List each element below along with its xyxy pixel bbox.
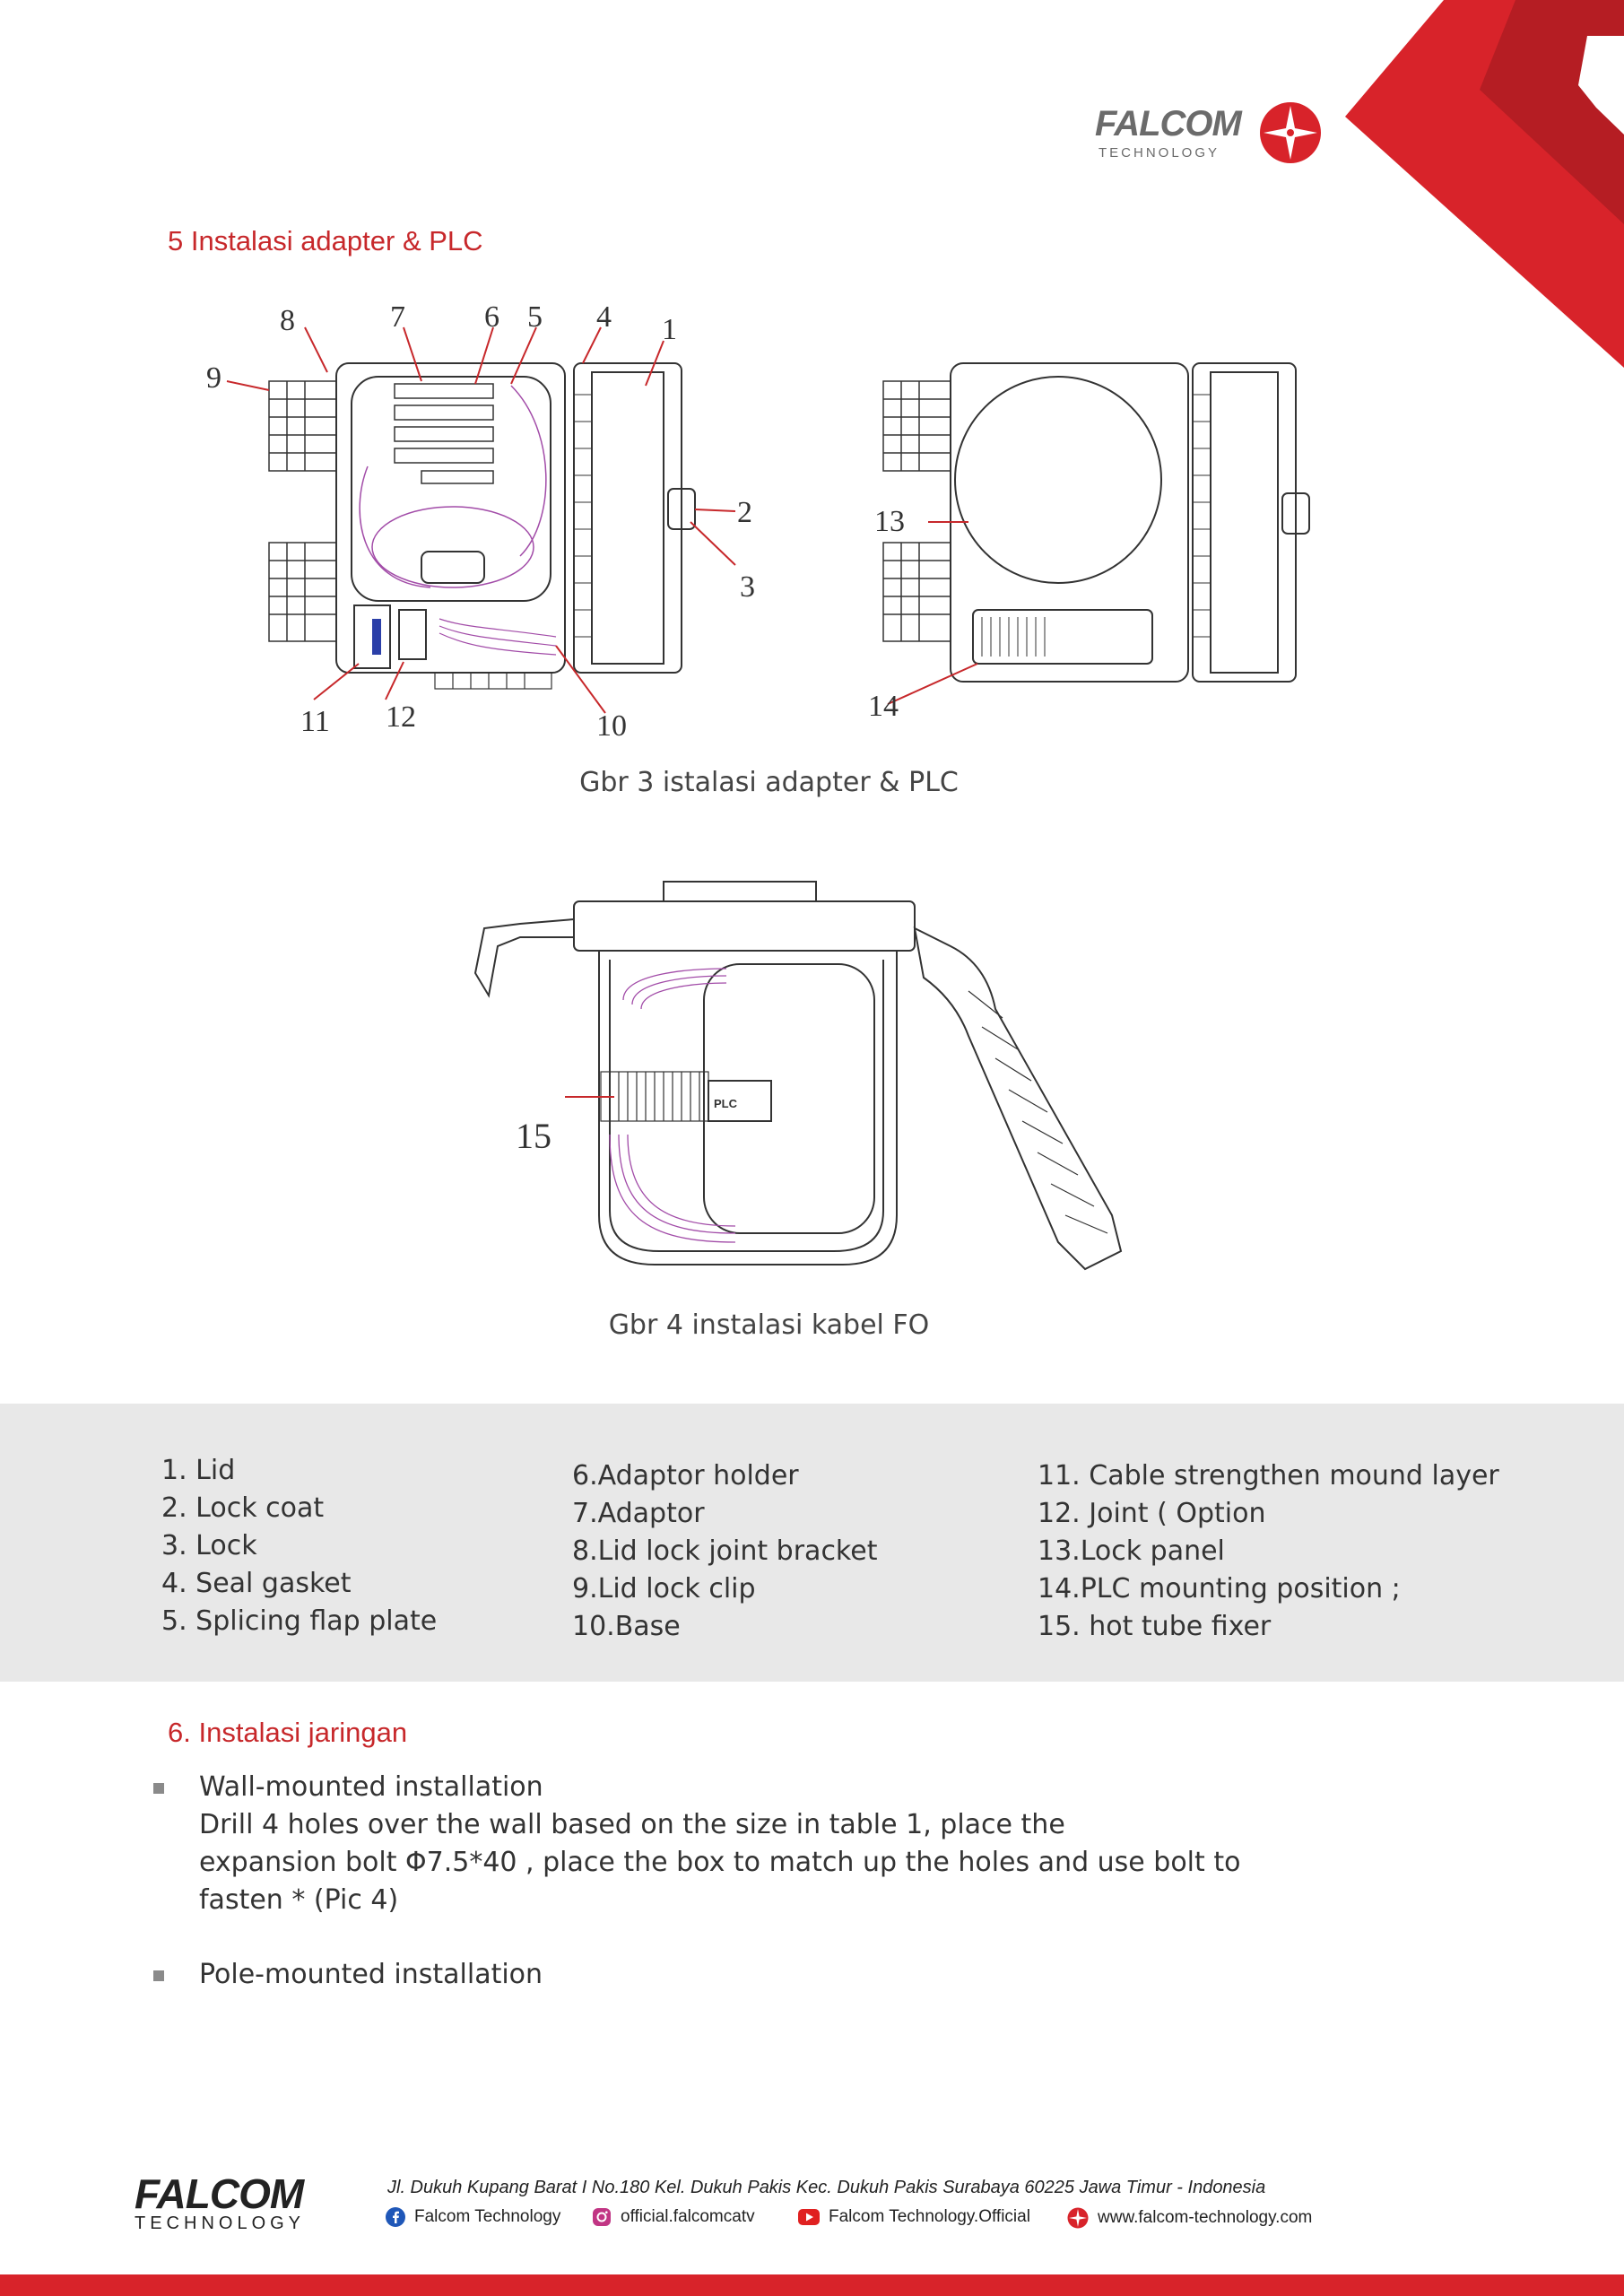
figure-4-caption-wrap: Gbr 4 instalasi kabel FO bbox=[0, 1309, 1538, 1341]
figure-3-caption: Gbr 3 istalasi adapter & PLC bbox=[579, 767, 959, 798]
youtube-label: Falcom Technology.Official bbox=[829, 2207, 1030, 2226]
pole-mounted-item: Pole-mounted installation bbox=[199, 1956, 543, 1994]
callout-10: 10 bbox=[596, 709, 627, 743]
figure-4-drawing: PLC 15 bbox=[473, 881, 1123, 1271]
callout-7: 7 bbox=[390, 300, 405, 334]
parts-column-2: 6.Adaptor holder 7.Adaptor 8.Lid lock jo… bbox=[572, 1457, 877, 1646]
instagram-icon bbox=[593, 2208, 611, 2226]
part-item: 4. Seal gasket bbox=[161, 1568, 352, 1599]
callout-9: 9 bbox=[206, 361, 221, 395]
footer-logo-wordmark: FALCOM bbox=[135, 2170, 304, 2217]
header-logo: FALCOM TECHNOLOGY bbox=[1090, 99, 1332, 170]
part-item: 8.Lid lock joint bracket bbox=[572, 1535, 878, 1567]
figure-4-caption: Gbr 4 instalasi kabel FO bbox=[608, 1309, 930, 1341]
website-label: www.falcom-technology.com bbox=[1098, 2208, 1313, 2227]
footer-address: Jl. Dukuh Kupang Barat I No.180 Kel. Duk… bbox=[387, 2178, 1266, 2197]
footer-logo: FALCOM TECHNOLOGY bbox=[135, 2173, 305, 2232]
part-item: 9.Lid lock clip bbox=[572, 1573, 756, 1605]
footer-website[interactable]: www.falcom-technology.com bbox=[1067, 2207, 1312, 2229]
callout-2: 2 bbox=[737, 496, 752, 529]
callout-5: 5 bbox=[527, 300, 543, 334]
callout-4: 4 bbox=[596, 300, 612, 334]
facebook-label: Falcom Technology bbox=[414, 2207, 561, 2226]
youtube-icon bbox=[798, 2209, 820, 2225]
figure-3-drawing: 8 7 6 5 4 1 9 2 3 11 12 10 13 14 bbox=[206, 300, 1310, 743]
wall-mounted-line: fasten * (Pic 4) bbox=[199, 1884, 399, 1916]
falcom-star-icon bbox=[1067, 2207, 1089, 2229]
part-item: 13.Lock panel bbox=[1038, 1535, 1225, 1567]
part-item: 15. hot tube fixer bbox=[1038, 1611, 1272, 1642]
part-item: 12. Joint ( Option bbox=[1038, 1498, 1266, 1529]
wall-mounted-item: Wall-mounted installation Drill 4 holes … bbox=[199, 1769, 1240, 1919]
section-6-heading: 6. Instalasi jaringan bbox=[168, 1717, 408, 1748]
plc-module-label: PLC bbox=[714, 1097, 738, 1110]
part-item: 11. Cable strengthen mound layer bbox=[1038, 1460, 1499, 1492]
instagram-label: official.falcomcatv bbox=[621, 2207, 755, 2226]
callout-6: 6 bbox=[484, 300, 499, 334]
part-item: 2. Lock coat bbox=[161, 1492, 325, 1524]
callout-14: 14 bbox=[868, 690, 899, 723]
part-item: 14.PLC mounting position ; bbox=[1038, 1573, 1401, 1605]
logo-subtitle: TECHNOLOGY bbox=[1099, 145, 1220, 161]
part-item: 3. Lock bbox=[161, 1530, 257, 1561]
wall-mounted-line: Drill 4 holes over the wall based on the… bbox=[199, 1809, 1065, 1840]
part-item: 6.Adaptor holder bbox=[572, 1460, 799, 1492]
pole-mounted-title: Pole-mounted installation bbox=[199, 1959, 543, 1990]
footer-red-bar bbox=[0, 2274, 1624, 2296]
part-item: 10.Base bbox=[572, 1611, 681, 1642]
footer-logo-subtitle: TECHNOLOGY bbox=[135, 2213, 306, 2233]
callout-1: 1 bbox=[662, 313, 677, 346]
list-bullet bbox=[153, 1970, 164, 1981]
wall-mounted-line: expansion bolt Φ7.5*40 , place the box t… bbox=[199, 1847, 1241, 1878]
parts-legend: 1. Lid 2. Lock coat 3. Lock 4. Seal gask… bbox=[0, 1404, 1624, 1682]
footer-instagram[interactable]: official.falcomcatv bbox=[592, 2207, 755, 2227]
footer-youtube[interactable]: Falcom Technology.Official bbox=[798, 2207, 1030, 2227]
facebook-icon bbox=[386, 2207, 405, 2227]
falcom-star-icon bbox=[1260, 102, 1321, 163]
wall-mounted-title: Wall-mounted installation bbox=[199, 1771, 543, 1803]
figure-3-caption-wrap: Gbr 3 istalasi adapter & PLC bbox=[0, 767, 1538, 798]
part-item: 5. Splicing flap plate bbox=[161, 1605, 438, 1637]
callout-12: 12 bbox=[386, 700, 416, 734]
callout-3: 3 bbox=[740, 570, 755, 604]
callout-15: 15 bbox=[516, 1116, 551, 1156]
list-bullet bbox=[153, 1783, 164, 1794]
parts-column-3: 11. Cable strengthen mound layer 12. Joi… bbox=[1038, 1457, 1499, 1646]
corner-decoration bbox=[1345, 0, 1624, 368]
footer-facebook[interactable]: Falcom Technology bbox=[386, 2207, 560, 2227]
part-item: 7.Adaptor bbox=[572, 1498, 705, 1529]
parts-column-1: 1. Lid 2. Lock coat 3. Lock 4. Seal gask… bbox=[161, 1452, 437, 1640]
callout-11: 11 bbox=[300, 705, 330, 738]
callout-13: 13 bbox=[874, 505, 905, 538]
callout-8: 8 bbox=[280, 304, 295, 337]
logo-wordmark: FALCOM bbox=[1095, 104, 1242, 144]
part-item: 1. Lid bbox=[161, 1455, 236, 1486]
section-5-heading: 5 Instalasi adapter & PLC bbox=[168, 225, 483, 257]
